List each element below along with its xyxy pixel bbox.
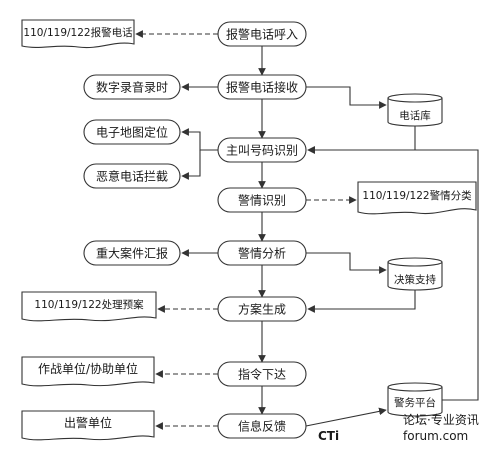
edge-phone-db-n3 bbox=[307, 126, 416, 154]
doc-dispatch-label: 出警单位 bbox=[64, 415, 112, 430]
db-police-platform-label: 警务平台 bbox=[394, 396, 436, 409]
doc-units: 作战单位/协助单位 bbox=[21, 356, 155, 387]
node-major-case-report: 重大案件汇报 bbox=[83, 240, 181, 266]
node-plan-generate-label: 方案生成 bbox=[238, 302, 286, 317]
node-digital-recording-label: 数字录音录时 bbox=[96, 80, 168, 95]
doc-units-label: 作战单位/协助单位 bbox=[38, 361, 138, 376]
edge-n8-platform bbox=[305, 407, 387, 427]
node-command-issue: 指令下达 bbox=[217, 361, 307, 387]
node-alarm-identify-label: 警情识别 bbox=[238, 193, 286, 208]
node-info-feedback: 信息反馈 bbox=[217, 413, 307, 439]
doc-plan: 110/119/122处理预案 bbox=[21, 291, 157, 322]
edge-platform-n3 bbox=[307, 146, 479, 401]
db-decision-support: 决策支持 bbox=[387, 257, 443, 291]
db-phone: 电话库 bbox=[387, 93, 443, 127]
node-caller-id-label: 主叫号码识别 bbox=[226, 144, 298, 158]
watermark-site: forum.com bbox=[403, 429, 468, 443]
node-alarm-call-in-label: 报警电话呼入 bbox=[226, 27, 298, 42]
doc-alarm-category: 110/119/122警情分类 bbox=[357, 181, 477, 215]
doc-alarm-call-label: 110/119/122报警电话 bbox=[23, 26, 133, 39]
edge-n3-block bbox=[181, 150, 201, 180]
node-malicious-block-label: 恶意电话拦截 bbox=[96, 169, 168, 184]
doc-dispatch: 出警单位 bbox=[21, 410, 155, 441]
dashed-links bbox=[135, 30, 357, 430]
edge-decision-n6 bbox=[307, 290, 416, 313]
node-plan-generate: 方案生成 bbox=[217, 296, 307, 322]
node-malicious-block: 恶意电话拦截 bbox=[83, 163, 181, 189]
side-links bbox=[181, 83, 479, 427]
node-major-case-report-label: 重大案件汇报 bbox=[96, 246, 168, 261]
doc-alarm-category-label: 110/119/122警情分类 bbox=[362, 189, 472, 202]
node-alarm-analysis: 警情分析 bbox=[217, 240, 307, 266]
node-alarm-call-receive: 报警电话接收 bbox=[217, 74, 307, 100]
doc-alarm-call: 110/119/122报警电话 bbox=[21, 19, 135, 49]
node-digital-recording: 数字录音录时 bbox=[83, 74, 181, 100]
node-gis-location: 电子地图定位 bbox=[83, 119, 181, 145]
node-caller-id: 主叫号码识别 bbox=[217, 137, 307, 163]
edge-n3-gis bbox=[181, 128, 218, 151]
node-alarm-analysis-label: 警情分析 bbox=[238, 246, 286, 261]
watermark-brand: CTi bbox=[318, 429, 339, 443]
node-alarm-call-receive-label: 报警电话接收 bbox=[226, 80, 298, 95]
db-police-platform: 警务平台 bbox=[387, 382, 443, 417]
edge-n2-phone-db bbox=[306, 86, 387, 109]
db-phone-label: 电话库 bbox=[399, 109, 431, 122]
node-info-feedback-label: 信息反馈 bbox=[238, 419, 286, 434]
watermark: CTi 论坛·专业资讯 forum.com bbox=[318, 412, 479, 443]
node-alarm-identify: 警情识别 bbox=[217, 187, 307, 213]
node-gis-location-label: 电子地图定位 bbox=[96, 125, 168, 140]
edge-n5-decision bbox=[306, 252, 387, 274]
watermark-forum: 论坛·专业资讯 bbox=[403, 412, 479, 427]
doc-plan-label: 110/119/122处理预案 bbox=[34, 298, 144, 311]
db-decision-support-label: 决策支持 bbox=[394, 273, 436, 286]
node-command-issue-label: 指令下达 bbox=[238, 367, 286, 382]
node-alarm-call-in: 报警电话呼入 bbox=[217, 21, 307, 47]
